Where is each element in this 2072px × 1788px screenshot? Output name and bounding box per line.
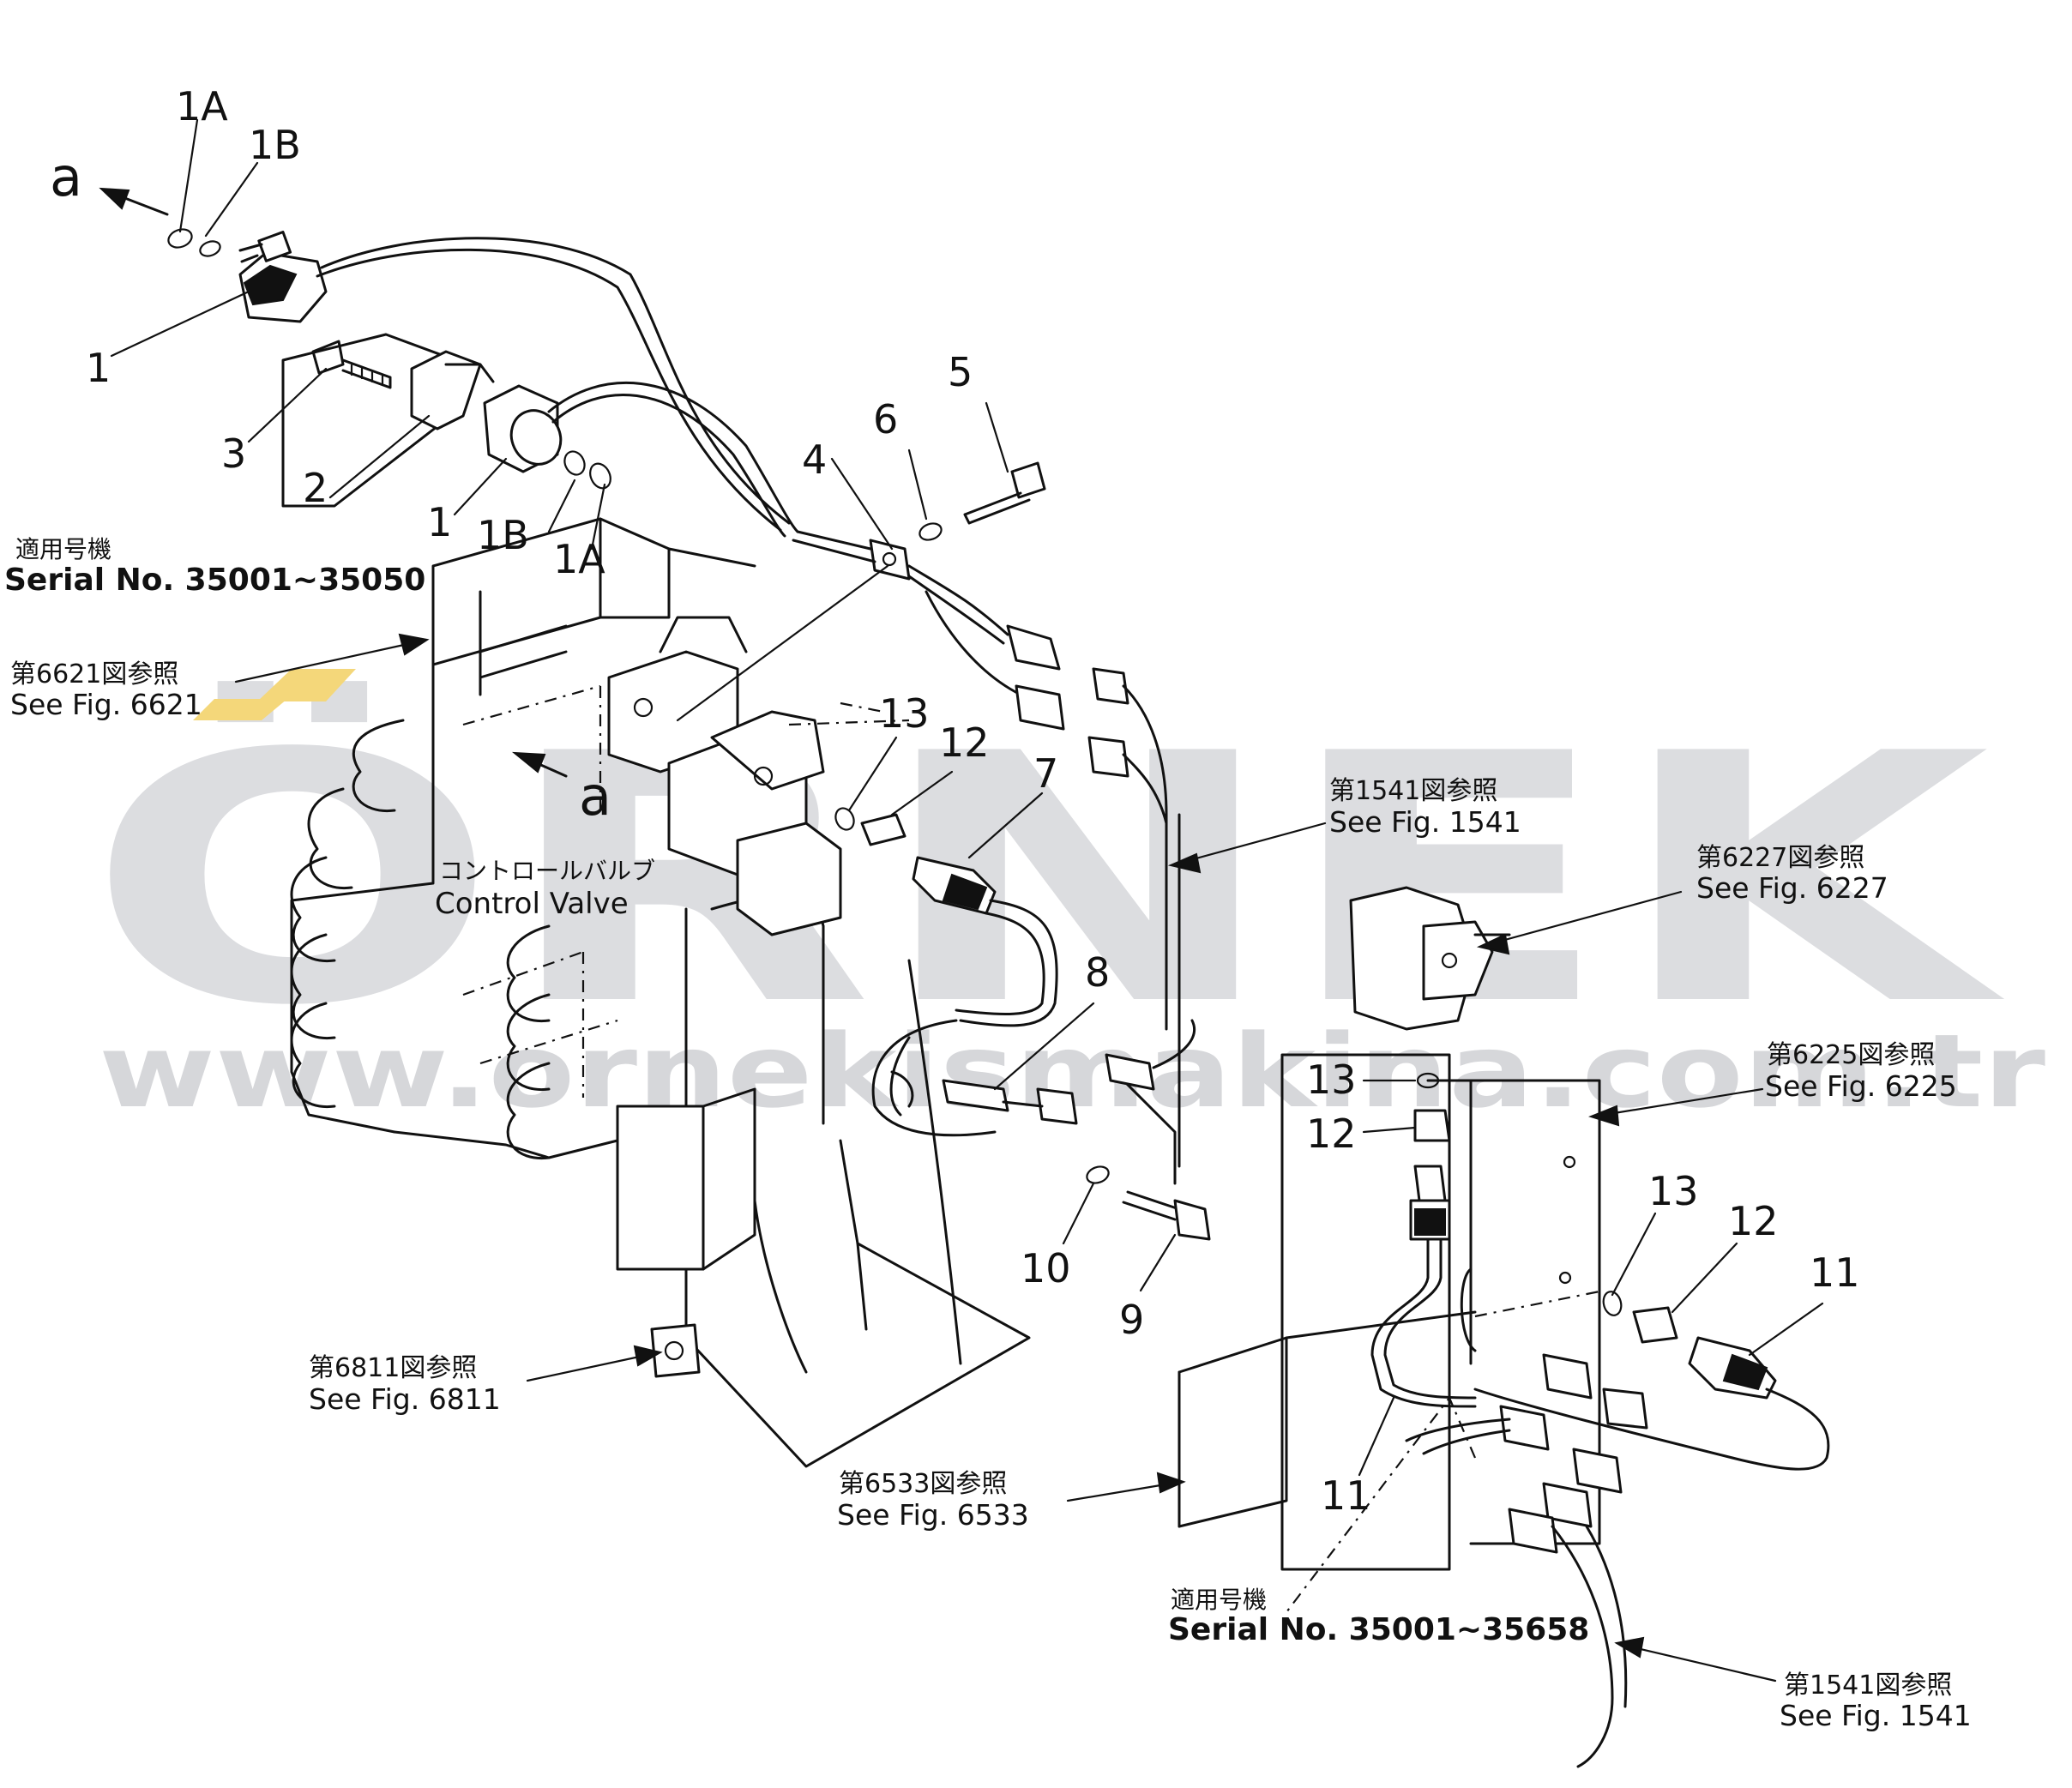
serial-top-label-jp: 適用号機 xyxy=(15,535,111,563)
callout-10: 10 xyxy=(1021,1245,1071,1291)
callout-5: 5 xyxy=(948,349,973,395)
watermark-accent xyxy=(257,669,356,701)
callout-11-a: 11 xyxy=(1810,1249,1860,1296)
ref-1541-a-en: See Fig. 1541 xyxy=(1329,805,1521,839)
callout-numbers: a a 1A 1B 1 3 2 1 1B 1A 4 5 6 13 12 7 8 … xyxy=(50,83,1860,1519)
callout-13-b: 13 xyxy=(1306,1057,1357,1103)
ref-6621-en: See Fig. 6621 xyxy=(10,688,202,721)
ref-6533-en: See Fig. 6533 xyxy=(837,1498,1029,1532)
ref-6225-en: See Fig. 6225 xyxy=(1765,1069,1957,1103)
serial-bottom-label-jp: 適用号機 xyxy=(1171,1586,1267,1614)
callout-7: 7 xyxy=(1033,750,1058,797)
view-arrow-mid-label: a xyxy=(579,765,611,828)
ref-6227-jp: 第6227図参照 xyxy=(1696,843,1864,873)
ref-6811-jp: 第6811図参照 xyxy=(309,1353,477,1383)
ref-6225-jp: 第6225図参照 xyxy=(1767,1040,1935,1070)
callout-1a-top: 1A xyxy=(176,83,228,129)
ref-6227-en: See Fig. 6227 xyxy=(1696,871,1888,905)
ref-6533-jp: 第6533図参照 xyxy=(839,1469,1007,1499)
watermark-brand: ÖRNEK xyxy=(86,677,2008,1081)
callout-8: 8 xyxy=(1085,949,1110,996)
callout-1b-mid: 1B xyxy=(477,512,529,558)
pressure-switch-7-assembly xyxy=(834,807,1211,1241)
callout-11-b: 11 xyxy=(1321,1472,1371,1519)
ref-1541-a-jp: 第1541図参照 xyxy=(1329,776,1497,806)
watermark-accent xyxy=(193,699,287,720)
callout-4: 4 xyxy=(802,436,827,483)
control-valve-label-en: Control Valve xyxy=(435,887,629,921)
text-labels: コントロールバルブ Control Valve 適用号機 Serial No. … xyxy=(4,535,1972,1732)
callout-6: 6 xyxy=(873,396,898,442)
pressure-switch-assembly-top xyxy=(167,228,1181,1168)
leader-lines xyxy=(99,118,1824,1683)
ref-1541-b-jp: 第1541図参照 xyxy=(1784,1671,1952,1701)
serial-top-label-en: Serial No. 35001~35050 xyxy=(4,563,425,598)
control-valve-label-jp: コントロールバルブ xyxy=(439,857,655,885)
callout-12-b: 12 xyxy=(1306,1111,1357,1157)
callout-13-a: 13 xyxy=(879,690,930,737)
callout-3: 3 xyxy=(221,430,246,477)
right-lower-assembly xyxy=(1178,886,1830,1768)
callout-1-top: 1 xyxy=(86,345,111,391)
control-valve-body xyxy=(290,517,1031,1468)
callout-1b-top: 1B xyxy=(249,122,301,168)
ref-1541-b-en: See Fig. 1541 xyxy=(1780,1699,1972,1732)
callout-1-mid: 1 xyxy=(427,499,452,545)
ref-6811-en: See Fig. 6811 xyxy=(309,1382,501,1416)
watermark: ÖRNEK www.ornekismakina.com.tr xyxy=(86,669,2045,1130)
callout-13-c: 13 xyxy=(1648,1168,1699,1214)
callout-2: 2 xyxy=(303,465,328,511)
view-arrow-top-label: a xyxy=(50,146,82,208)
ref-6621-jp: 第6621図参照 xyxy=(10,659,178,689)
callout-12-a: 12 xyxy=(939,719,990,766)
callout-1a-mid: 1A xyxy=(553,536,605,582)
callout-9: 9 xyxy=(1119,1297,1144,1343)
callout-12-c: 12 xyxy=(1728,1198,1779,1244)
serial-bottom-label-en: Serial No. 35001~35658 xyxy=(1168,1612,1589,1647)
